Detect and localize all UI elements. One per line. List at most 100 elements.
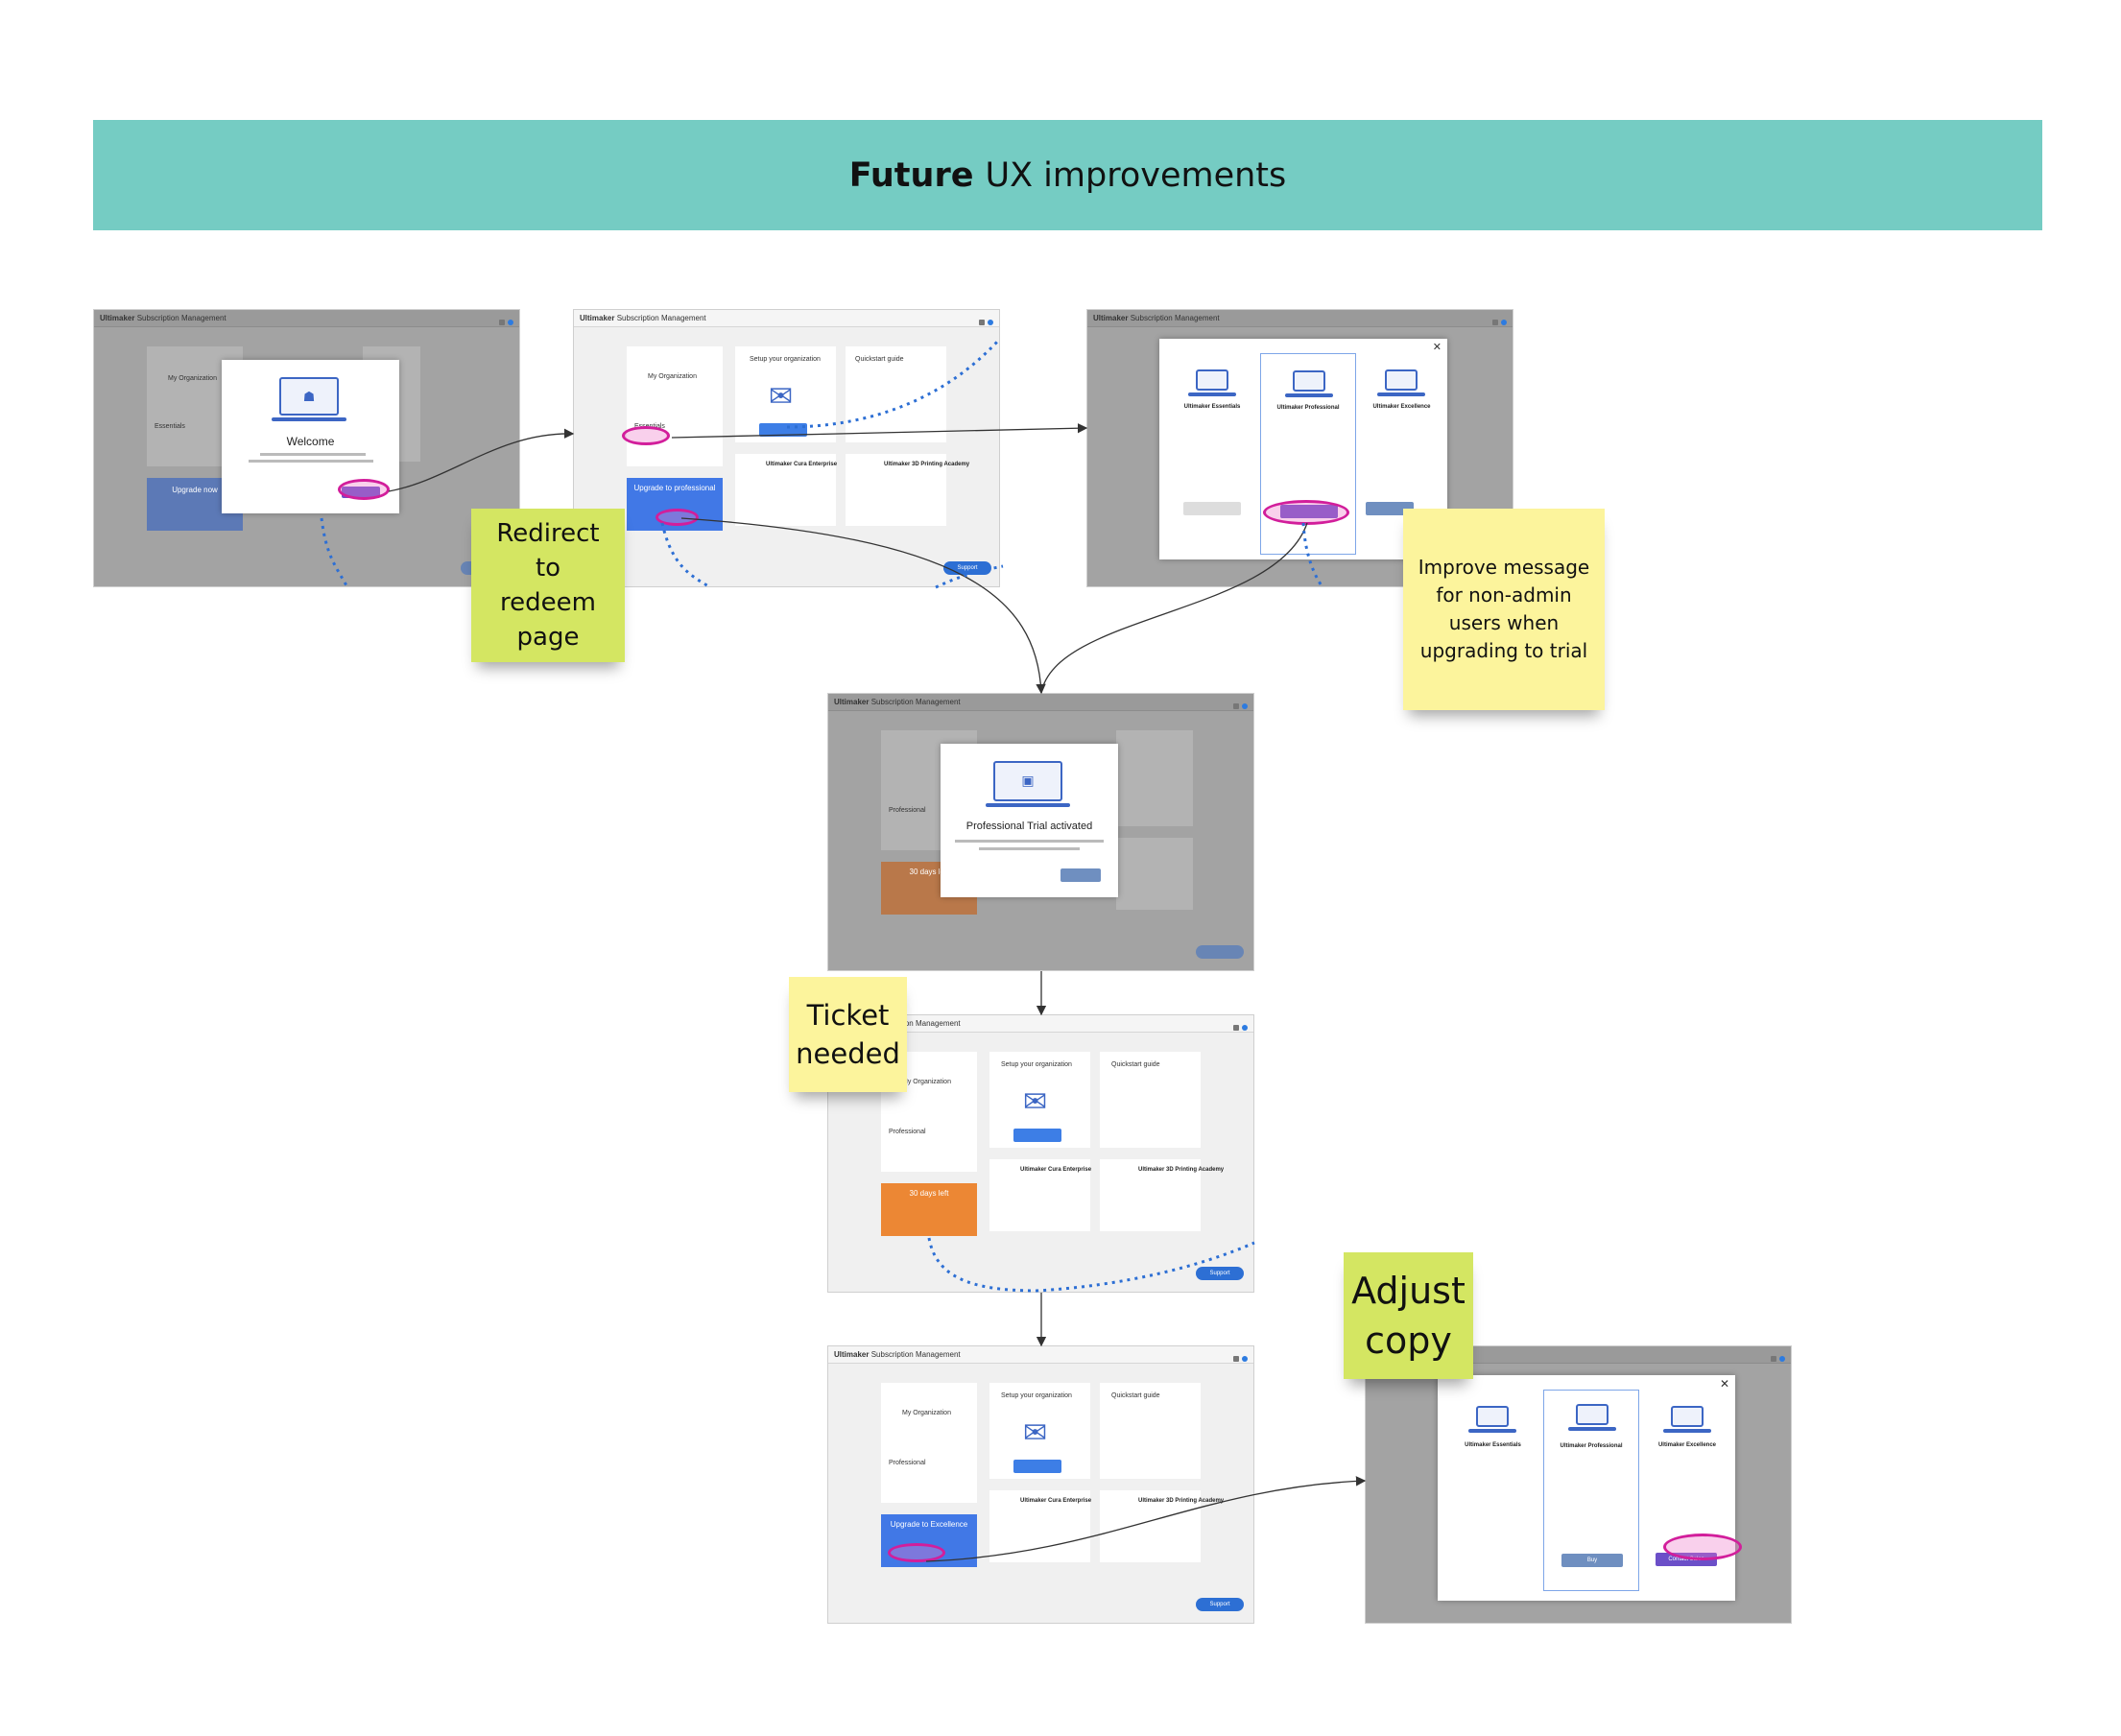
dotted-cursor-path <box>786 339 1000 429</box>
sticky-redirect: Redirect to redeem page <box>471 509 625 662</box>
app-titlebar: Ultimaker Subscription Management <box>828 1346 1253 1364</box>
envelope-icon: ✉ <box>1023 1417 1048 1449</box>
trial-modal: ▣ Professional Trial activated <box>941 744 1118 897</box>
plan-name: Essentials <box>155 423 185 430</box>
cura-title: Ultimaker Cura Enterprise <box>1020 1167 1092 1173</box>
highlight-ellipse <box>1263 500 1349 525</box>
highlight-ellipse <box>655 509 699 526</box>
titlebar-icons <box>496 315 513 325</box>
upgrade-panel: Upgrade to professional <box>627 478 723 531</box>
plan-name: Professional <box>889 807 926 814</box>
dotted-cursor-path <box>935 564 1004 589</box>
support-button[interactable]: Support <box>1196 1267 1244 1280</box>
support-button[interactable]: Support <box>1196 1598 1244 1611</box>
app-titlebar: Ultimaker Subscription Management <box>828 694 1253 711</box>
academy-title: Ultimaker 3D Printing Academy <box>1138 1167 1225 1173</box>
envelope-icon: ✉ <box>1023 1086 1048 1118</box>
org-name: My Organization <box>648 373 697 380</box>
sticky-improve: Improve message for non-admin users when… <box>1403 509 1605 710</box>
banner-text: UX improvements <box>985 155 1287 195</box>
plan-title: Ultimaker Essentials <box>1183 404 1241 410</box>
plan-essentials: Ultimaker Essentials <box>1169 358 1255 550</box>
plan-title: Ultimaker Essentials <box>1465 1442 1521 1448</box>
plan-professional: Ultimaker Professional Buy <box>1543 1390 1639 1591</box>
laptop-icon <box>1188 369 1236 396</box>
org-icon: ▣ <box>1021 773 1035 788</box>
connector-upgrade-to-trial <box>680 517 1046 695</box>
buy-button[interactable]: Buy <box>1561 1554 1623 1567</box>
academy-card: Ultimaker 3D Printing Academy <box>1100 1490 1224 1562</box>
close-icon[interactable]: ✕ <box>1432 342 1442 353</box>
connector-plans-to-trial <box>1040 522 1308 694</box>
plan-title: Ultimaker Professional <box>1560 1443 1623 1449</box>
get-started-button[interactable] <box>1060 868 1101 882</box>
highlight-ellipse <box>888 1543 945 1562</box>
laptop-icon <box>1285 370 1333 397</box>
welcome-text-line <box>249 460 373 463</box>
trial-title: Professional Trial activated <box>965 820 1093 832</box>
laptop-icon <box>1468 1406 1516 1433</box>
dotted-cursor-path <box>660 522 711 589</box>
days-left: 30 days left <box>909 1189 949 1198</box>
highlight-ellipse <box>622 426 670 445</box>
setup-title: Setup your organization <box>1001 1061 1072 1068</box>
plan-title: Ultimaker Professional <box>1276 405 1340 411</box>
org-card: My Organization Essentials <box>627 346 723 466</box>
laptop-icon <box>1377 369 1425 396</box>
close-icon[interactable]: ✕ <box>1719 1377 1729 1391</box>
laptop-icon: ▣ <box>986 761 1070 807</box>
trial-panel: 30 days left <box>881 1183 977 1236</box>
dotted-cursor-path <box>1301 522 1324 588</box>
plan-essentials: Ultimaker Essentials <box>1447 1394 1538 1586</box>
envelope-icon: ✉ <box>769 381 794 413</box>
cura-card: Ultimaker Cura Enterprise <box>989 1490 1091 1562</box>
plan-title: Ultimaker Excellence <box>1372 404 1431 410</box>
org-icon: ☗ <box>302 389 316 404</box>
plan-button[interactable] <box>1183 502 1241 515</box>
plan-name: Professional <box>889 1460 926 1466</box>
setup-title: Setup your organization <box>750 356 821 363</box>
screen-dashboard-professional: Ultimaker Subscription Management My Org… <box>827 1345 1254 1624</box>
laptop-icon <box>1663 1406 1711 1433</box>
quickstart-card: Quickstart guide <box>1100 1383 1201 1479</box>
laptop-icon <box>1568 1404 1616 1431</box>
org-card: My Organization Professional <box>881 1383 977 1503</box>
app-titlebar: Ultimaker Subscription Management <box>94 310 519 327</box>
quickstart-card: Quickstart guide <box>1100 1052 1201 1148</box>
invite-members-button[interactable] <box>1013 1460 1061 1473</box>
upgrade-label: Upgrade now <box>172 486 218 494</box>
contact-sales-button[interactable] <box>1366 502 1414 515</box>
setup-card: Setup your organization ✉ <box>989 1383 1090 1479</box>
support-button[interactable] <box>1196 945 1244 959</box>
section-banner: Future UX improvements <box>93 120 2042 230</box>
plan-name: Professional <box>889 1129 926 1135</box>
highlight-ellipse <box>338 479 390 500</box>
cura-title: Ultimaker Cura Enterprise <box>766 462 838 467</box>
cura-card: Ultimaker Cura Enterprise <box>989 1159 1092 1231</box>
setup-title: Setup your organization <box>1001 1392 1072 1399</box>
dotted-cursor-path <box>927 1237 1255 1293</box>
org-name: My Organization <box>168 375 217 382</box>
academy-title: Ultimaker 3D Printing Academy <box>884 462 970 467</box>
quickstart-title: Quickstart guide <box>855 356 904 363</box>
screen-welcome: Ultimaker Subscription Management My Org… <box>93 309 520 587</box>
plan-title: Ultimaker Excellence <box>1657 1442 1717 1448</box>
upgrade-label: Upgrade to professional <box>633 484 716 492</box>
plan-excellence: Ultimaker Excellence <box>1361 358 1442 550</box>
setup-card: Setup your organization ✉ <box>989 1052 1090 1148</box>
quickstart-title: Quickstart guide <box>1111 1392 1160 1399</box>
org-name: My Organization <box>902 1410 951 1416</box>
app-titlebar: Ultimaker Subscription Management <box>1087 310 1513 327</box>
cura-card: Ultimaker Cura Enterprise <box>735 454 838 526</box>
trial-text-line <box>955 840 1104 843</box>
app-titlebar: Ultimaker Subscription Management <box>574 310 999 327</box>
upgrade-label: Upgrade to Excellence <box>890 1520 968 1529</box>
screen-dashboard-trial: Ultimaker Subscription Management My Org… <box>827 1014 1254 1293</box>
quickstart-title: Quickstart guide <box>1111 1061 1160 1068</box>
screen-trial-activated: Ultimaker Subscription Management Profes… <box>827 693 1254 971</box>
banner-bold: Future <box>848 155 974 195</box>
days-left: 30 days left <box>909 868 949 876</box>
invite-members-button[interactable] <box>1013 1129 1061 1142</box>
academy-card: Ultimaker 3D Printing Academy <box>846 454 969 526</box>
academy-card: Ultimaker 3D Printing Academy <box>1100 1159 1224 1231</box>
